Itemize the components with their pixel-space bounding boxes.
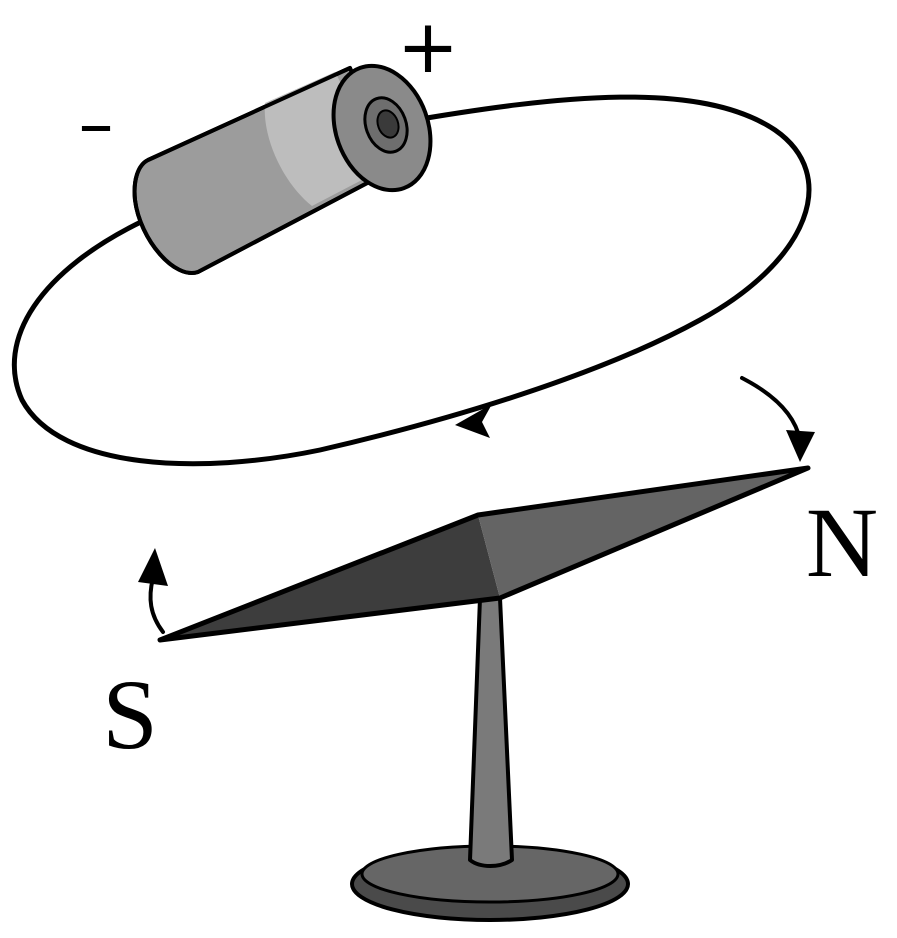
stand-post bbox=[468, 596, 514, 868]
battery-terminal bbox=[376, 109, 400, 139]
plus-sign: + bbox=[397, 4, 459, 90]
south-rotation-arrow bbox=[138, 548, 168, 634]
battery bbox=[132, 63, 433, 276]
compass-stand bbox=[350, 596, 630, 922]
minus-sign: – bbox=[79, 83, 114, 165]
north-rotation-arrow bbox=[740, 376, 815, 462]
south-arrowhead-icon bbox=[138, 548, 168, 586]
compass-needle bbox=[157, 465, 811, 643]
north-label: N bbox=[806, 487, 878, 598]
north-arrowhead-icon bbox=[786, 430, 815, 462]
wire-loop bbox=[11, 94, 812, 467]
south-label: S bbox=[102, 659, 158, 770]
current-arrow-icon bbox=[455, 404, 492, 438]
